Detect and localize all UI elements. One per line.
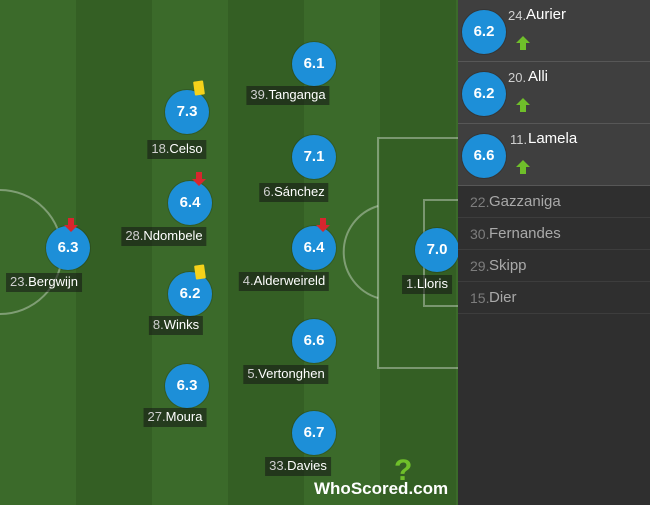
shirt-number: 27. xyxy=(147,409,166,424)
player-label: 8.Winks xyxy=(148,316,204,335)
player-rating: 6.4 xyxy=(168,181,212,225)
player-name: Fernandes xyxy=(489,225,561,242)
shirt-number: 22. xyxy=(470,194,490,210)
yellow-card-icon xyxy=(194,264,206,280)
player-name: Celso xyxy=(169,141,203,156)
player-name: Winks xyxy=(163,317,200,332)
shirt-number: 28. xyxy=(125,228,144,243)
player-label: 6.Sánchez xyxy=(259,183,329,202)
sub-off-arrow-icon xyxy=(192,172,206,186)
sub-on-arrow-icon xyxy=(516,98,530,112)
player-rating: 6.6 xyxy=(292,319,336,363)
player-name: Bergwijn xyxy=(28,274,78,289)
player-label: 28.Ndombele xyxy=(121,227,207,246)
player-rating: 6.6 xyxy=(462,134,506,178)
logo-question-mark: ? xyxy=(394,454,413,487)
shirt-number: 5. xyxy=(247,366,259,381)
player-name: Ndombele xyxy=(143,228,203,243)
shirt-number: 29. xyxy=(470,258,490,274)
shirt-number: 8. xyxy=(152,317,164,332)
pitch: 6.3 23.Bergwijn 7.3 18.Celso 6.4 28.Ndom… xyxy=(0,0,458,505)
player-rating: 7.1 xyxy=(292,135,336,179)
shirt-number: 39. xyxy=(250,87,269,102)
player-label: 5.Vertonghen xyxy=(243,365,329,384)
player-name: Moura xyxy=(165,409,203,424)
player-rating: 7.3 xyxy=(165,90,209,134)
sub-on-arrow-icon xyxy=(516,36,530,50)
player-label: 4.Alderweireld xyxy=(238,272,330,291)
player-name: Vertonghen xyxy=(258,366,325,381)
substitute-row[interactable]: 6.2 20. Alli xyxy=(458,62,650,124)
shirt-number: 30. xyxy=(470,226,490,242)
player-name: Tanganga xyxy=(268,87,326,102)
player-label: 27.Moura xyxy=(143,408,207,427)
player-rating: 6.2 xyxy=(462,10,506,54)
player-name: Alli xyxy=(528,68,549,85)
shirt-number: 24. xyxy=(508,8,527,23)
sub-off-arrow-icon xyxy=(316,218,330,232)
player-label: 23.Bergwijn xyxy=(6,273,82,292)
player-label: 39.Tanganga xyxy=(246,86,330,105)
player-name: Dier xyxy=(489,289,517,306)
substitute-row[interactable]: 6.2 24. Aurier xyxy=(458,0,650,62)
whoscored-logo: ? WhoScored.com xyxy=(314,456,454,500)
bench-row[interactable]: 29. Skipp xyxy=(458,250,650,282)
yellow-card-icon xyxy=(193,80,205,96)
bench-row[interactable]: 30. Fernandes xyxy=(458,218,650,250)
shirt-number: 23. xyxy=(10,274,29,289)
player-label: 1.Lloris xyxy=(402,275,452,294)
substitute-row[interactable]: 6.6 11. Lamela xyxy=(458,124,650,186)
shirt-number: 15. xyxy=(470,290,490,306)
player-rating: 7.0 xyxy=(415,228,458,272)
logo-brand: WhoScored xyxy=(314,479,409,498)
player-name: Skipp xyxy=(489,257,527,274)
player-rating: 6.3 xyxy=(46,226,90,270)
shirt-number: 33. xyxy=(269,458,288,473)
shirt-number: 6. xyxy=(263,184,275,199)
shirt-number: 20. xyxy=(508,70,527,85)
player-rating: 6.2 xyxy=(462,72,506,116)
player-name: Lamela xyxy=(528,130,578,147)
player-rating: 6.1 xyxy=(292,42,336,86)
shirt-number: 4. xyxy=(242,273,254,288)
substitutes-panel: 6.2 24. Aurier 6.2 20. Alli 6.6 11. Lame… xyxy=(458,0,650,505)
player-name: Davies xyxy=(287,458,327,473)
player-name: Aurier xyxy=(526,6,567,23)
player-name: Alderweireld xyxy=(253,273,326,288)
bench-row[interactable]: 22. Gazzaniga xyxy=(458,186,650,218)
player-rating: 6.4 xyxy=(292,226,336,270)
sub-off-arrow-icon xyxy=(64,218,78,232)
player-name: Lloris xyxy=(416,276,448,291)
shirt-number: 11. xyxy=(510,132,528,147)
player-rating: 6.7 xyxy=(292,411,336,455)
sub-on-arrow-icon xyxy=(516,160,530,174)
player-name: Gazzaniga xyxy=(489,193,561,210)
bench-row[interactable]: 15. Dier xyxy=(458,282,650,314)
player-label: 18.Celso xyxy=(147,140,207,159)
shirt-number: 1. xyxy=(406,276,417,291)
player-rating: 6.2 xyxy=(168,272,212,316)
shirt-number: 18. xyxy=(151,141,170,156)
player-rating: 6.3 xyxy=(165,364,209,408)
player-label: 33.Davies xyxy=(265,457,331,476)
logo-domain: .com xyxy=(408,479,449,498)
player-name: Sánchez xyxy=(274,184,325,199)
